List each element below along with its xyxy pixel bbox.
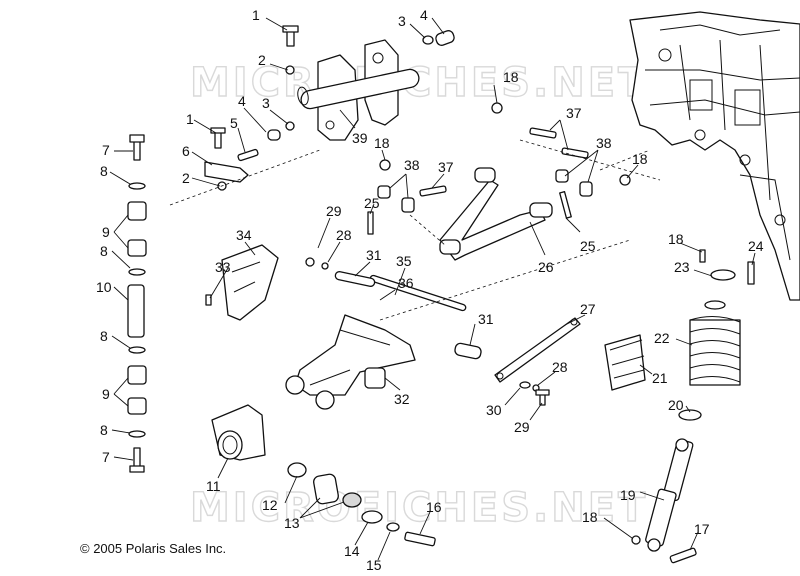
- top-hardware: [204, 25, 455, 191]
- callout-37-right: 37: [566, 105, 582, 121]
- callout-1-mid: 1: [186, 111, 194, 127]
- callout-5: 5: [230, 115, 238, 131]
- left-mount-stack: [127, 134, 147, 473]
- callout-13: 13: [284, 515, 300, 531]
- callout-18-bottom: 18: [582, 509, 598, 525]
- tie-bar: [494, 317, 581, 406]
- callout-25-left: 25: [364, 195, 380, 211]
- callout-15: 15: [366, 557, 382, 573]
- copyright-notice: © 2005 Polaris Sales Inc.: [80, 541, 227, 556]
- watermark-bottom: MICROFICHES.NET: [190, 485, 648, 531]
- chassis-frame: [629, 11, 800, 301]
- callout-35: 35: [396, 253, 412, 269]
- callout-18-top: 18: [503, 69, 519, 85]
- callout-27: 27: [580, 301, 596, 317]
- callout-4-top: 4: [420, 7, 428, 23]
- lower-hardware: [287, 462, 436, 547]
- callout-28-top: 28: [336, 227, 352, 243]
- callout-22: 22: [654, 330, 670, 346]
- callout-30: 30: [486, 402, 502, 418]
- callout-38-left: 38: [404, 157, 420, 173]
- shock-assembly: [604, 249, 755, 564]
- callout-23: 23: [674, 259, 690, 275]
- callout-17: 17: [694, 521, 710, 537]
- callout-14: 14: [344, 543, 360, 559]
- hub-knuckle: [211, 404, 266, 461]
- callout-24: 24: [748, 238, 764, 254]
- callout-39: 39: [352, 130, 368, 146]
- callout-9-top: 9: [102, 224, 110, 240]
- callout-2-top: 2: [258, 52, 266, 68]
- callout-1-top: 1: [252, 7, 260, 23]
- callout-2-mid: 2: [182, 170, 190, 186]
- callout-18-mid: 18: [374, 135, 390, 151]
- alignment-lines: [169, 139, 661, 321]
- callout-6: 6: [182, 143, 190, 159]
- leader-lines: [109, 17, 756, 561]
- callout-8-d: 8: [100, 422, 108, 438]
- callout-16: 16: [426, 499, 442, 515]
- callout-21: 21: [652, 370, 668, 386]
- lower-a-arm: [439, 167, 553, 261]
- callout-31-bottom: 31: [478, 311, 494, 327]
- pivot-bracket: [297, 39, 420, 141]
- callout-18-shock: 18: [668, 231, 684, 247]
- callout-8-b: 8: [100, 243, 108, 259]
- callout-10: 10: [96, 279, 112, 295]
- callout-37-left: 37: [438, 159, 454, 175]
- callout-26: 26: [538, 259, 554, 275]
- callout-20: 20: [668, 397, 684, 413]
- callout-36: 36: [398, 275, 414, 291]
- callout-8-a: 8: [100, 163, 108, 179]
- callout-9-bottom: 9: [102, 386, 110, 402]
- callout-11: 11: [206, 478, 221, 494]
- callout-31-top: 31: [366, 247, 382, 263]
- callout-3-mid: 3: [262, 95, 270, 111]
- callout-29-bottom: 29: [514, 419, 530, 435]
- callout-38-right: 38: [596, 135, 612, 151]
- callout-19: 19: [620, 487, 636, 503]
- callout-7-bottom: 7: [102, 449, 110, 465]
- callout-12: 12: [262, 497, 278, 513]
- callout-8-c: 8: [100, 328, 108, 344]
- callout-28-bottom: 28: [552, 359, 568, 375]
- callout-34: 34: [236, 227, 252, 243]
- callout-18-right: 18: [632, 151, 648, 167]
- trailing-arm: [285, 257, 482, 410]
- callout-labels: 1 2 3 4 18 39 1 4 3 5 6 2 7 8 9 8 10 8 9…: [96, 7, 764, 573]
- callout-33: 33: [215, 259, 231, 275]
- callout-3-top: 3: [398, 13, 406, 29]
- callout-25-right: 25: [580, 238, 596, 254]
- callout-7-top: 7: [102, 142, 110, 158]
- callout-29-top: 29: [326, 203, 342, 219]
- callout-4-mid: 4: [238, 93, 246, 109]
- callout-32: 32: [394, 391, 410, 407]
- stone-guard: [205, 244, 279, 321]
